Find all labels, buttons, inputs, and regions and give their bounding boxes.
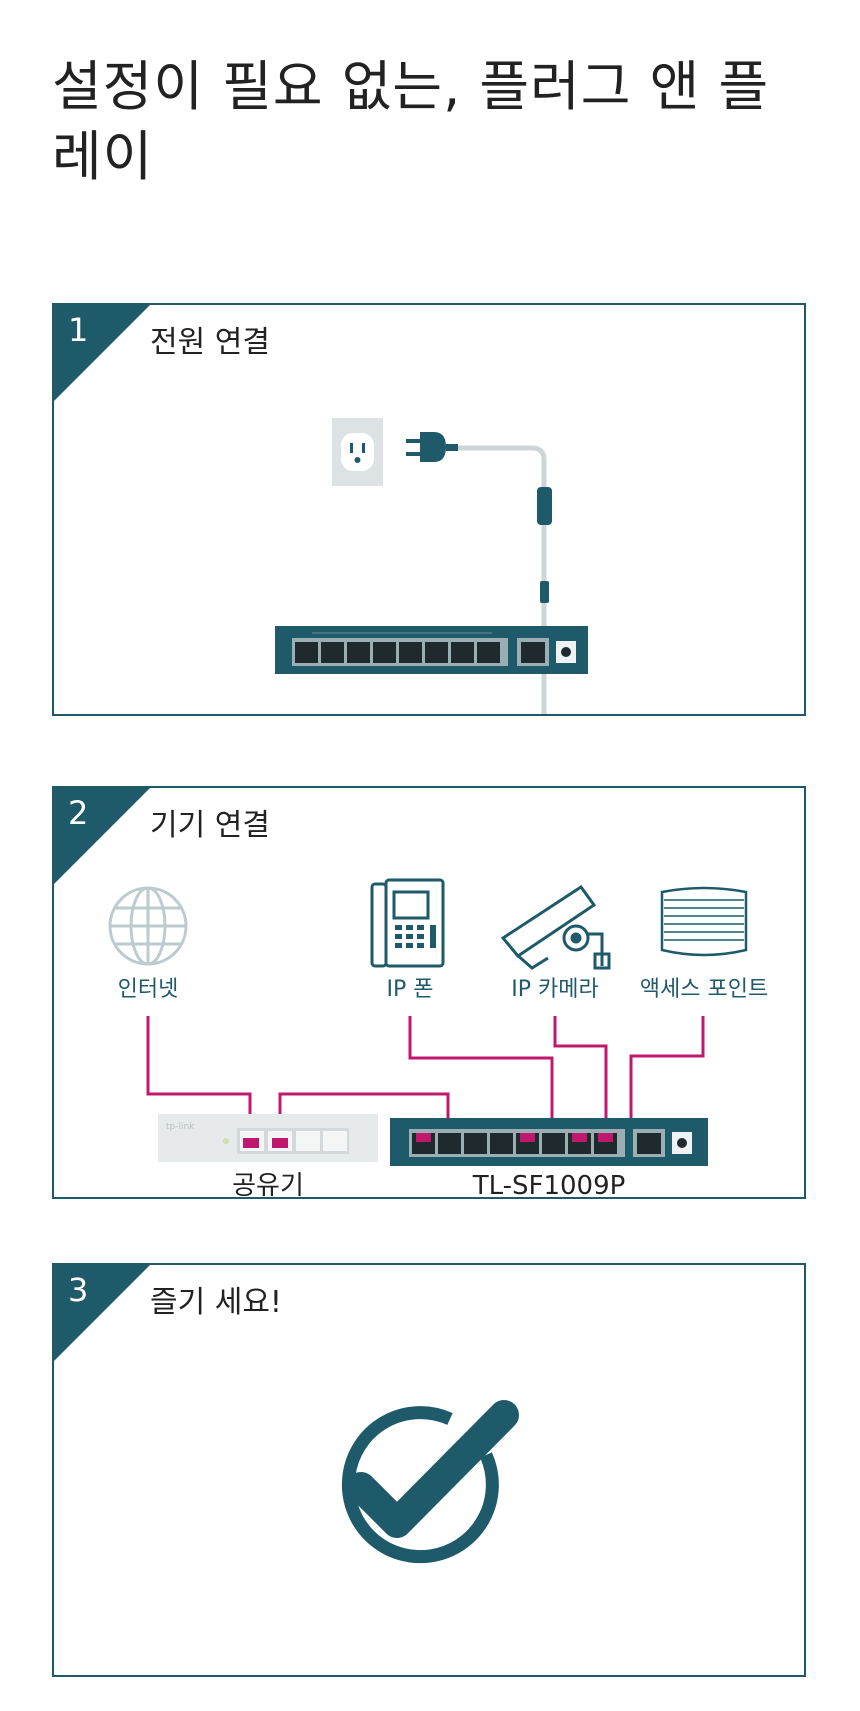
power-plug-icon bbox=[406, 432, 458, 462]
step-corner-badge bbox=[54, 788, 150, 884]
step-corner-badge bbox=[54, 305, 150, 401]
camera-icon bbox=[500, 884, 611, 970]
power-outlet-icon bbox=[332, 418, 383, 486]
router-label: 공유기 bbox=[232, 1171, 304, 1199]
checkmark-icon bbox=[341, 1400, 519, 1564]
step-corner-badge bbox=[54, 1265, 150, 1361]
step-power-connection: 1 전원 연결 bbox=[52, 303, 806, 716]
connection-diagram: 인터넷 IP 폰 IP 카메라 액세스 포인트 tp-link bbox=[108, 878, 768, 1199]
globe-icon bbox=[108, 886, 188, 966]
step-number: 1 bbox=[68, 311, 89, 349]
step-title: 기기 연결 bbox=[150, 808, 270, 843]
switch-device bbox=[390, 1118, 708, 1166]
ip-phone-label: IP 폰 bbox=[387, 977, 434, 1002]
switch-device bbox=[275, 626, 588, 674]
router-device: tp-link bbox=[158, 1114, 378, 1162]
ethernet-cables bbox=[146, 1016, 705, 1128]
phone-icon bbox=[370, 878, 445, 968]
step-number: 3 bbox=[68, 1271, 89, 1309]
step-number: 2 bbox=[68, 794, 89, 832]
page-title: 설정이 필요 없는, 플러그 앤 플레이 bbox=[52, 55, 770, 188]
step-title: 전원 연결 bbox=[150, 325, 270, 360]
step-enjoy: 3 즐기 세요! bbox=[52, 1263, 806, 1677]
power-illustration bbox=[275, 418, 588, 714]
step-device-connection: 2 기기 연결 bbox=[52, 786, 806, 1199]
ferrite-bead bbox=[537, 487, 552, 525]
success-illustration bbox=[341, 1400, 519, 1564]
svg-text:tp-link: tp-link bbox=[166, 1122, 195, 1132]
internet-label: 인터넷 bbox=[118, 977, 179, 1002]
access-point-label: 액세스 포인트 bbox=[640, 977, 768, 1002]
ip-camera-label: IP 카메라 bbox=[511, 977, 598, 1002]
access-point-icon bbox=[660, 886, 748, 957]
step-title: 즐기 세요! bbox=[150, 1285, 282, 1320]
switch-label: TL-SF1009P bbox=[472, 1171, 626, 1199]
